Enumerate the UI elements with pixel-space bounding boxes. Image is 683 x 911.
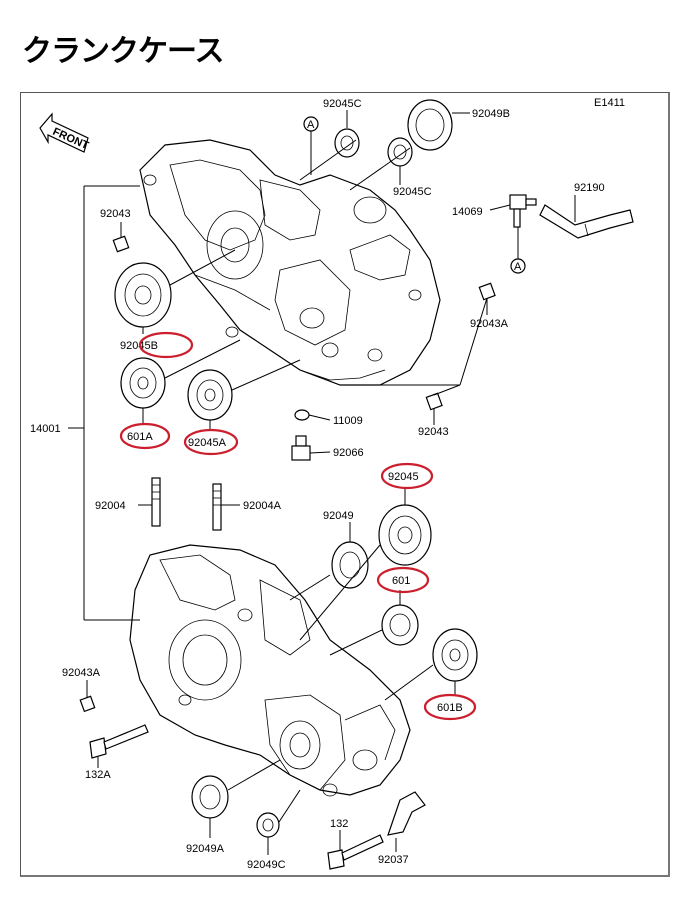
label-92004: 92004 [95,500,126,512]
label-92049C: 92049C [247,859,286,871]
bearing-601A [120,357,166,409]
label-92043A-right: 92043A [470,318,509,330]
label-92045C-mid: 92045C [393,186,432,198]
label-132: 132 [330,818,348,830]
hose-92190 [539,204,634,239]
highlight-601A [119,422,171,450]
label-14001: 14001 [30,423,61,435]
label-601B: 601B [437,702,463,714]
svg-text:A: A [307,119,315,131]
label-92043-right: 92043 [418,426,449,438]
bolt-132 [327,834,384,870]
highlight-92045B [138,331,194,359]
label-92049B: 92049B [472,108,510,120]
dowel-pin-92043-top [112,235,130,253]
label-92045: 92045 [388,471,419,483]
highlight-92045A [183,428,239,456]
diagram-frame [20,92,670,877]
ref-marker-a-right: A [510,258,526,274]
leader-lines [68,110,576,855]
highlight-92045 [380,462,434,490]
bearing-601 [381,604,419,646]
stud-92004A [212,483,222,531]
label-601A: 601A [127,431,153,443]
fitting-14069 [509,194,537,228]
label-132A: 132A [85,769,111,781]
label-92049: 92049 [323,510,354,522]
upper-crankcase-half [139,139,441,386]
lower-crankcase-half [129,544,411,797]
label-92049A: 92049A [186,843,225,855]
front-arrow-icon: FRONT [39,112,91,153]
dowel-pin-92043-right [425,392,443,411]
dowel-pin-92043A-left [79,695,96,713]
label-92045A: 92045A [188,437,227,449]
stud-92004 [151,477,161,527]
washer-11009 [294,409,310,421]
label-11009: 11009 [333,415,363,427]
label-92043-top: 92043 [100,208,131,220]
ref-marker-a-top: A [303,116,319,132]
bearing-92045A [187,369,233,421]
clamp-92037 [387,791,426,836]
label-92066: 92066 [333,447,364,459]
bearing-92045B [114,262,172,328]
drain-plug-92066 [291,435,311,461]
label-14069: 14069 [452,206,483,218]
label-92045C-top: 92045C [323,98,362,110]
bearing-92045C-mid [387,137,413,167]
label-601: 601 [392,575,410,587]
seal-92049A [191,775,229,819]
label-92004A: 92004A [243,500,282,512]
bearing-601B [432,628,478,682]
svg-text:A: A [514,261,522,273]
seal-92049C [256,812,280,838]
dowel-pin-92043A-right [478,282,496,301]
highlight-601 [376,566,430,594]
bearing-92045 [378,504,432,566]
bolt-132A [89,724,149,759]
label-92037: 92037 [378,854,409,866]
highlight-markers [119,331,477,721]
bearing-92045C-top [334,128,360,158]
label-92190: 92190 [574,182,605,194]
diagram-code: E1411 [594,97,625,109]
seal-92049B [407,99,453,151]
highlight-601B [423,693,477,721]
label-92043A-left: 92043A [62,667,101,679]
page-title: クランクケース [22,34,224,69]
